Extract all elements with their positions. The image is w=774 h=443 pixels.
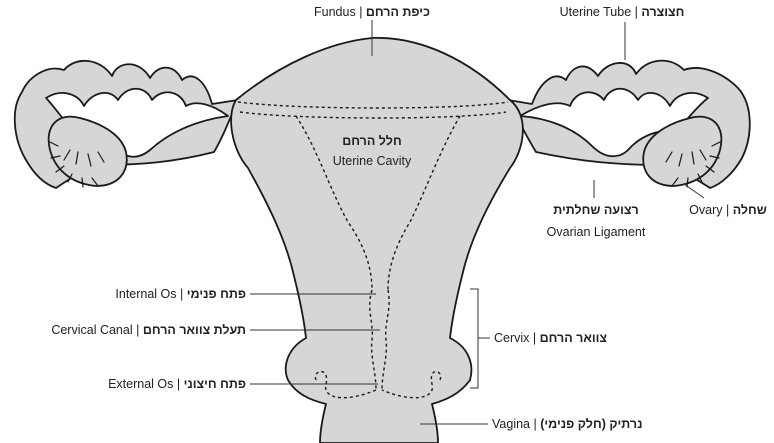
- label-vagina: Vagina | נרתיק (חלק פנימי): [492, 417, 642, 431]
- left-uterine-tube: [15, 61, 238, 188]
- uterus-body: [231, 38, 523, 443]
- label-uterine-tube: Uterine Tube | חצוצרה: [560, 5, 685, 19]
- leader-ovary: [684, 184, 704, 198]
- label-external-os: External Os | פתח חיצוני: [108, 377, 246, 391]
- cervix-bracket: [470, 289, 490, 388]
- label-ovarian-ligament-he: רצועה שחלתית: [553, 203, 638, 217]
- label-uterine-cavity-en: Uterine Cavity: [333, 154, 412, 168]
- label-ovary: Ovary | שחלה: [689, 203, 767, 217]
- label-fundus: Fundus | כיפת הרחם: [314, 5, 430, 19]
- label-cervix: Cervix | צוואר הרחם: [494, 331, 607, 345]
- label-ovarian-ligament-en: Ovarian Ligament: [547, 225, 646, 239]
- label-uterine-cavity-he: חלל הרחם: [342, 134, 401, 148]
- label-cervical-canal: Cervical Canal | תעלת צוואר הרחם: [51, 323, 246, 337]
- label-internal-os: Internal Os | פתח פנימי: [115, 287, 246, 301]
